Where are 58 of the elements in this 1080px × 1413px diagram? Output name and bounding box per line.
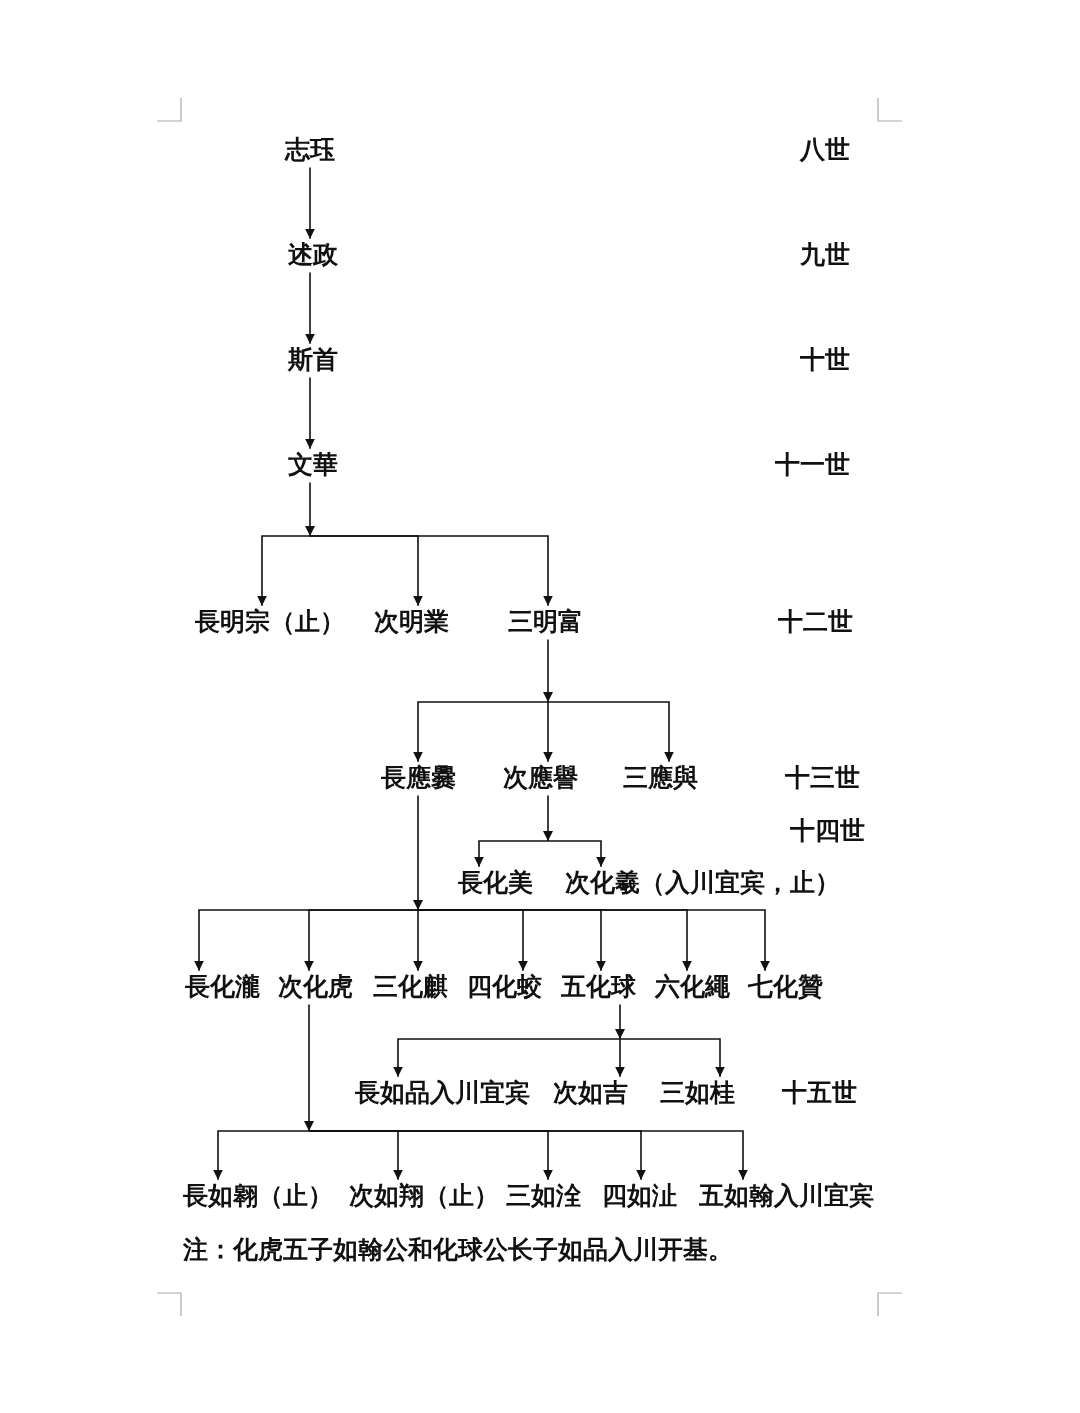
note-text: 注：化虎五子如翰公和化球公长子如品入川开基。 <box>183 1235 733 1265</box>
person-name: 次化羲（入川宜宾，止） <box>564 868 840 898</box>
arrow <box>543 701 553 763</box>
person-name: 長應爨 <box>380 763 456 793</box>
trunk-arrow <box>543 794 553 842</box>
generation-label: 十三世 <box>785 763 860 793</box>
person-name: 四化蛟 <box>466 972 542 1002</box>
person-name: 六化繩 <box>654 972 730 1002</box>
person-name: 文華 <box>288 450 338 480</box>
trunk-arrow <box>615 1003 625 1040</box>
arrow <box>393 1038 621 1078</box>
generation-label: 九世 <box>800 240 850 270</box>
generation-label: 十二世 <box>778 607 853 637</box>
person-name: 長化瀧 <box>184 972 260 1002</box>
person-name: 三如洤 <box>505 1181 581 1211</box>
generation-label: 八世 <box>800 135 850 165</box>
arrow <box>547 701 674 763</box>
trunk-arrow <box>305 481 315 537</box>
person-name: 述政 <box>288 240 338 270</box>
person-name: 三明富 <box>507 607 583 637</box>
arrow <box>304 909 419 972</box>
arrow <box>615 1038 625 1078</box>
trunk-arrow <box>304 1003 314 1132</box>
person-name: 長如品入川宜宾 <box>354 1078 530 1108</box>
person-name: 四如沚 <box>601 1181 677 1211</box>
person-name: 長明宗（止） <box>195 607 345 637</box>
arrow <box>413 909 423 972</box>
person-name: 次化虎 <box>277 972 353 1002</box>
trunk-arrow <box>543 638 553 703</box>
person-name: 志珏 <box>285 135 335 165</box>
arrow <box>547 840 606 868</box>
person-name: 五化球 <box>560 972 636 1002</box>
person-name: 斯首 <box>288 345 338 375</box>
trunk-arrow <box>413 794 423 911</box>
person-name: 三應與 <box>622 763 698 793</box>
arrow <box>413 701 549 763</box>
person-name: 次應譽 <box>502 763 578 793</box>
arrow <box>305 271 315 345</box>
person-name: 次明業 <box>373 607 449 637</box>
generation-label: 十一世 <box>775 450 850 480</box>
person-name: 五如翰入川宜宾 <box>698 1181 874 1211</box>
arrow <box>257 535 311 607</box>
person-name: 三如桂 <box>659 1078 735 1108</box>
person-name: 次如翔（止） <box>349 1181 499 1211</box>
person-name: 三化麒 <box>372 972 448 1002</box>
generation-label: 十五世 <box>782 1078 857 1108</box>
person-name: 長如翱（止） <box>183 1181 333 1211</box>
generation-label: 十四世 <box>790 816 865 846</box>
arrow <box>474 840 549 868</box>
person-name: 次如吉 <box>552 1078 628 1108</box>
arrow <box>213 1130 310 1181</box>
arrow <box>305 376 315 450</box>
arrow <box>305 166 315 240</box>
person-name: 長化美 <box>457 868 533 898</box>
generation-label: 十世 <box>800 345 850 375</box>
arrow <box>309 535 553 607</box>
person-name: 七化贊 <box>747 972 823 1002</box>
arrow <box>619 1038 725 1078</box>
